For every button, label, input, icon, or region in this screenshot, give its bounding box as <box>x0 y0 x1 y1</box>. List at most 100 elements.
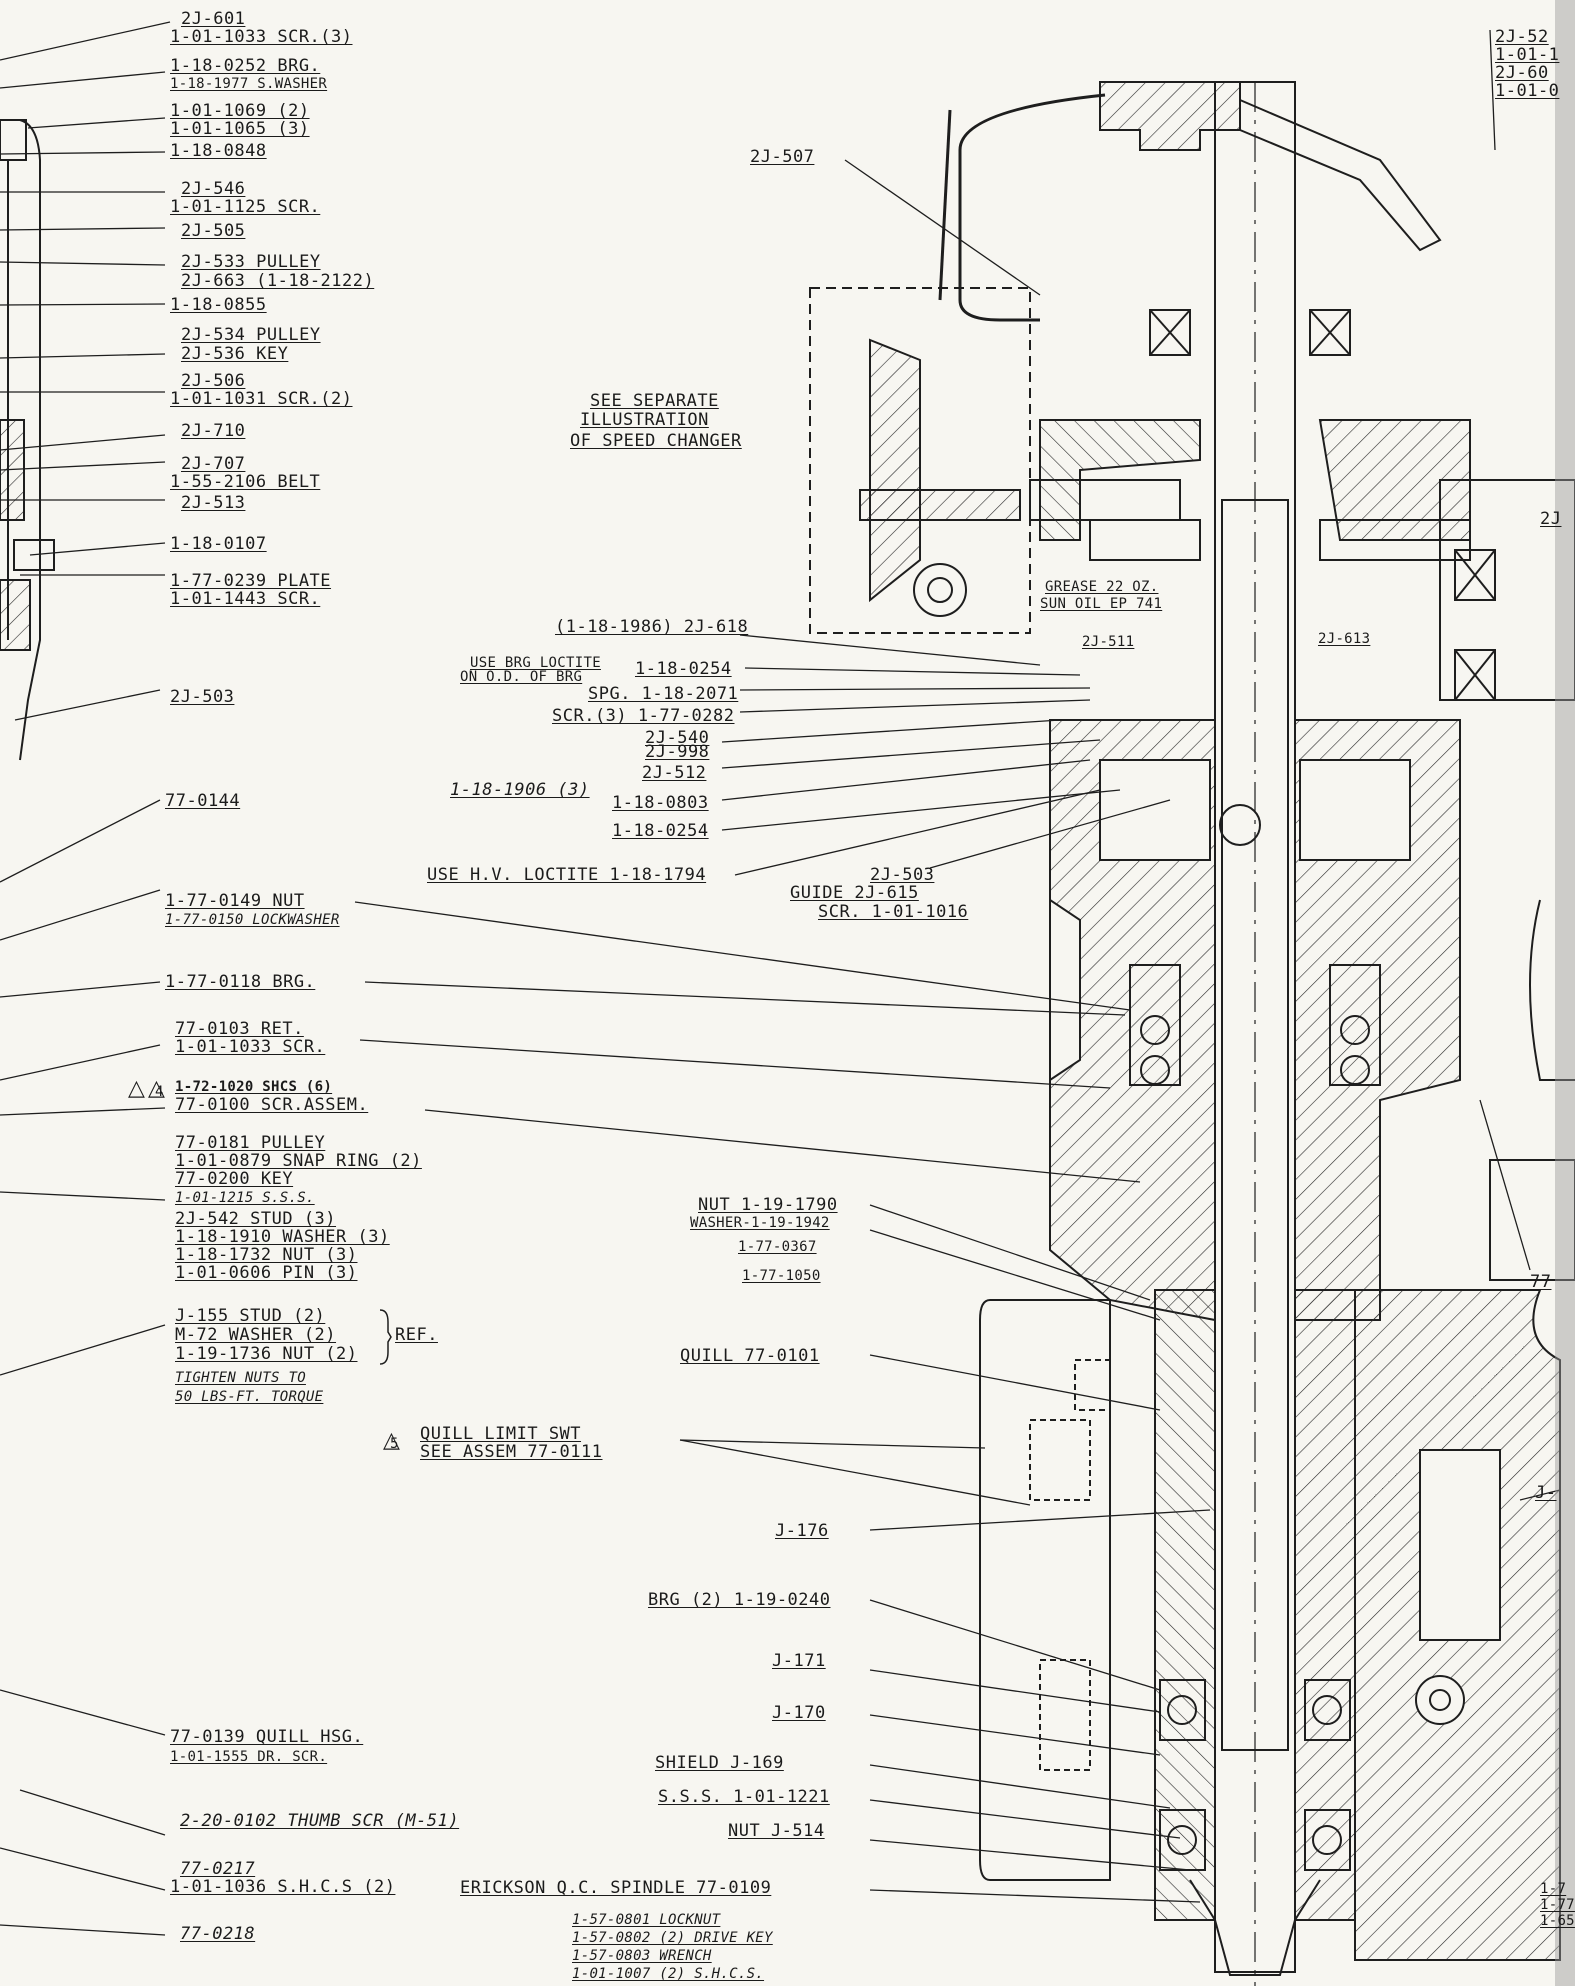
callout: 1-01-1443 SCR. <box>170 589 321 609</box>
callout: 1-01-1125 SCR. <box>170 197 321 217</box>
callout: 1-01-1069 (2) <box>170 101 310 121</box>
callout: 1-01-0879 SNAP RING (2) <box>175 1151 422 1171</box>
callout: SCR. 1-01-1016 <box>818 902 969 922</box>
callout: 1-7 <box>1540 1881 1567 1897</box>
callout: 1-18-1977 S.WASHER <box>170 76 328 92</box>
callout: 1-01-1065 (3) <box>170 119 310 139</box>
spindle-head-assembly <box>809 81 1575 1986</box>
callout: (1-18-1986) 2J-618 <box>555 617 749 637</box>
callout: 2J-52 <box>1495 27 1549 47</box>
callout: 2J-613 <box>1318 631 1371 647</box>
ref-bracket <box>379 1309 392 1365</box>
callout: ON O.D. OF BRG <box>460 669 583 685</box>
callout: 1-18-0855 <box>170 295 267 315</box>
callout: 2J-512 <box>642 763 707 783</box>
callout: 1-18-0803 <box>612 793 709 813</box>
callout: 1-18-0848 <box>170 141 267 161</box>
callout: J-170 <box>772 1703 826 1723</box>
callout: 77-0217 <box>180 1859 256 1879</box>
callout: 77-0100 SCR.ASSEM. <box>175 1095 369 1115</box>
callout: ILLUSTRATION <box>580 410 709 430</box>
callout: 77-0200 KEY <box>175 1169 294 1189</box>
callout: GREASE 22 OZ. <box>1045 579 1159 595</box>
callout: 2J-707 <box>181 454 246 474</box>
revision-triangle-icon: △ <box>148 1076 165 1101</box>
callout: 2J-542 STUD (3) <box>175 1209 337 1229</box>
callout: 1-18-1906 (3) <box>450 780 590 800</box>
callout: 2J-505 <box>181 221 246 241</box>
callout: 1-77-0367 <box>738 1239 817 1255</box>
callout: USE BRG LOCTITE <box>470 655 601 671</box>
callout: 2J-998 <box>645 742 710 762</box>
callout: J-155 STUD (2) <box>175 1306 326 1326</box>
callout: 1-01-1007 (2) S.H.C.S. <box>572 1966 765 1982</box>
callout: 50 LBS-FT. TORQUE <box>175 1389 324 1405</box>
callout: 77-0218 <box>180 1924 256 1944</box>
callout: 2J-533 PULLEY <box>181 252 321 272</box>
callout: 2J-710 <box>181 421 246 441</box>
callout: TIGHTEN NUTS TO <box>175 1370 306 1386</box>
callout: 1-77 <box>1540 1897 1575 1913</box>
callout: 1-55-2106 BELT <box>170 472 321 492</box>
right-edge-stipple <box>1555 0 1575 1986</box>
callout: 1-77-0150 LOCKWASHER <box>165 912 340 928</box>
callout: 1-77-1050 <box>742 1268 821 1284</box>
callout: 2J-601 <box>181 9 246 29</box>
callout: 1-19-1736 NUT (2) <box>175 1344 358 1364</box>
callout: 2J-513 <box>181 493 246 513</box>
callout: 2J-534 PULLEY <box>181 325 321 345</box>
callout: QUILL LIMIT SWT <box>420 1424 582 1444</box>
callout: J-171 <box>772 1651 826 1671</box>
callout: S.S.S. 1-01-1221 <box>658 1787 830 1807</box>
callout: REF. <box>395 1325 438 1345</box>
callout: SCR.(3) 1-77-0282 <box>552 706 735 726</box>
callout: J-176 <box>775 1521 829 1541</box>
left-housing-fragment <box>0 119 55 761</box>
callout: M-72 WASHER (2) <box>175 1325 337 1345</box>
callout: NUT J-514 <box>728 1821 825 1841</box>
callout: 1-01-1215 S.S.S. <box>175 1190 315 1206</box>
revision-number: 5 <box>390 1436 399 1452</box>
callout: ERICKSON Q.C. SPINDLE 77-0109 <box>460 1878 772 1898</box>
callout: 2J-536 KEY <box>181 344 289 364</box>
callout: J- <box>1535 1483 1557 1503</box>
callout: 1-77-0118 BRG. <box>165 972 316 992</box>
callout: 1-57-0801 LOCKNUT <box>572 1912 721 1928</box>
callout: 2J-503 <box>170 687 235 707</box>
callout: 2J-546 <box>181 179 246 199</box>
callout: 1-01-0 <box>1495 81 1560 101</box>
leader-lines <box>0 21 1561 1936</box>
callout: 1-01-1036 S.H.C.S (2) <box>170 1877 396 1897</box>
revision-number: 4 <box>155 1084 164 1100</box>
callout: SPG. 1-18-2071 <box>588 684 739 704</box>
callout: 77-0144 <box>165 791 241 811</box>
callout: 1-18-0252 BRG. <box>170 56 321 76</box>
callout: 2-20-0102 THUMB SCR (M-51) <box>180 1811 460 1831</box>
callout: 1-01-1031 SCR.(2) <box>170 389 353 409</box>
revision-triangle-icon: △ <box>128 1076 145 1101</box>
callout: 77-0139 QUILL HSG. <box>170 1727 364 1747</box>
callout: 77-0181 PULLEY <box>175 1133 326 1153</box>
callout: 1-18-0254 <box>612 821 709 841</box>
callout: SUN OIL EP 741 <box>1040 596 1163 612</box>
callout: 2J-663 (1-18-2122) <box>181 271 375 291</box>
callout: 1-72-1020 SHCS (6) <box>175 1079 333 1095</box>
callout: 1-57-0803 WRENCH <box>572 1948 712 1964</box>
callout: 1-01-1555 DR. SCR. <box>170 1749 328 1765</box>
callout: 1-01-1033 SCR.(3) <box>170 27 353 47</box>
callout: 1-18-0107 <box>170 534 267 554</box>
callout: GUIDE 2J-615 <box>790 883 919 903</box>
callout: 77 <box>1530 1272 1552 1292</box>
callout: 1-57-0802 (2) DRIVE KEY <box>572 1930 773 1946</box>
callout: 1-18-1732 NUT (3) <box>175 1245 358 1265</box>
callout: 77-0103 RET. <box>175 1019 304 1039</box>
callout: WASHER-1-19-1942 <box>690 1215 830 1231</box>
callout: USE H.V. LOCTITE 1-18-1794 <box>427 865 707 885</box>
callout: 1-77-0149 NUT <box>165 891 305 911</box>
callout: 2J-503 <box>870 865 935 885</box>
callout: 1-18-0254 <box>635 659 732 679</box>
revision-triangle-icon: △ <box>383 1428 400 1453</box>
callout: 2J-507 <box>750 147 815 167</box>
callout: SEE SEPARATE <box>590 391 719 411</box>
